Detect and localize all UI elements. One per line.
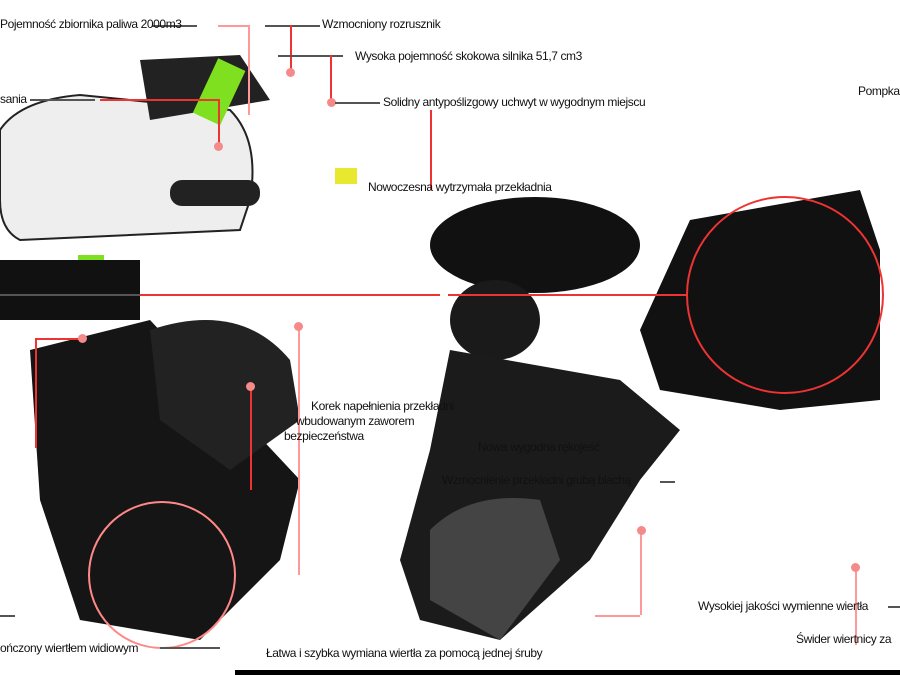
yellow-sticker <box>335 168 357 184</box>
leader-line <box>290 25 292 70</box>
callout-filler-cap-line-2: wbudowanym zaworem <box>296 414 415 428</box>
callout-fuel-tank: Pojemność zbiornika paliwa 2000m3 <box>0 17 182 31</box>
callout-filler-cap-line-3: bezpieczeństwa <box>284 429 364 443</box>
leader-line <box>140 294 440 296</box>
callout-filler-cap-line-1: Korek napełnienia przekładni <box>311 399 454 413</box>
callout-auger: Świder wiertnicy za <box>796 632 892 646</box>
leader-line <box>335 102 380 104</box>
bottom-bar <box>235 670 900 675</box>
leader-line <box>218 99 220 147</box>
callout-dot <box>327 98 336 107</box>
leader-line <box>100 99 220 101</box>
exhaust-pipe <box>170 180 260 206</box>
callout-choke: sania <box>0 92 27 106</box>
callout-drill-bits: Wysokiej jakości wymienne wiertła <box>698 599 869 613</box>
green-starter-handle <box>192 58 246 126</box>
leader-line <box>660 481 675 483</box>
leader-line <box>640 530 642 615</box>
callout-dot <box>851 563 860 572</box>
leader-line <box>265 25 320 27</box>
leader-line <box>35 338 80 340</box>
callout-dot <box>286 68 295 77</box>
callout-handle: Solidny antypoślizgowy uchwyt w wygodnym… <box>383 95 646 109</box>
gearbox-disc <box>430 197 640 293</box>
leader-line <box>855 570 857 645</box>
right-handle <box>640 190 880 410</box>
leader-line <box>160 647 220 649</box>
callout-dot <box>78 334 87 343</box>
leader-line <box>595 615 640 617</box>
left-frame <box>0 260 140 320</box>
callout-dot <box>214 142 223 151</box>
callout-gear-reinforcement: Wzmocnienie przekładni grubą blachą <box>442 473 631 487</box>
leader-line <box>448 294 688 296</box>
callout-grip: Nowa wygodna rękojeść <box>478 440 600 454</box>
leader-line <box>430 110 432 190</box>
callout-dot <box>294 322 303 331</box>
callout-starter: Wzmocniony rozrusznik <box>322 17 441 31</box>
leader-line <box>248 25 250 115</box>
callout-carbide-tip: ończony wiertłem widiowym <box>0 641 139 655</box>
callout-engine-capacity: Wysoka pojemność skokowa silnika 51,7 cm… <box>355 49 582 63</box>
leader-line <box>888 606 900 608</box>
leader-line <box>30 99 95 101</box>
callout-quick-change: Łatwa i szybka wymiana wiertła za pomocą… <box>266 646 543 660</box>
callout-primer: Pompka <box>858 84 900 98</box>
leader-line <box>0 615 15 617</box>
auger-left <box>30 320 300 640</box>
leader-line <box>278 55 343 57</box>
leader-line <box>218 25 248 27</box>
auger-bit-disc <box>430 498 560 640</box>
callout-dot <box>637 526 646 535</box>
leader-line <box>250 390 252 490</box>
leader-line <box>152 25 197 27</box>
callout-gearbox: Nowoczesna wytrzymała przekładnia <box>368 180 552 194</box>
leader-line <box>298 330 300 575</box>
gearbox-hub <box>450 280 540 360</box>
callout-dot <box>246 382 255 391</box>
leader-line <box>0 294 140 296</box>
auger-left-upper <box>150 320 300 470</box>
leader-line <box>35 338 37 448</box>
leader-line <box>330 55 332 100</box>
